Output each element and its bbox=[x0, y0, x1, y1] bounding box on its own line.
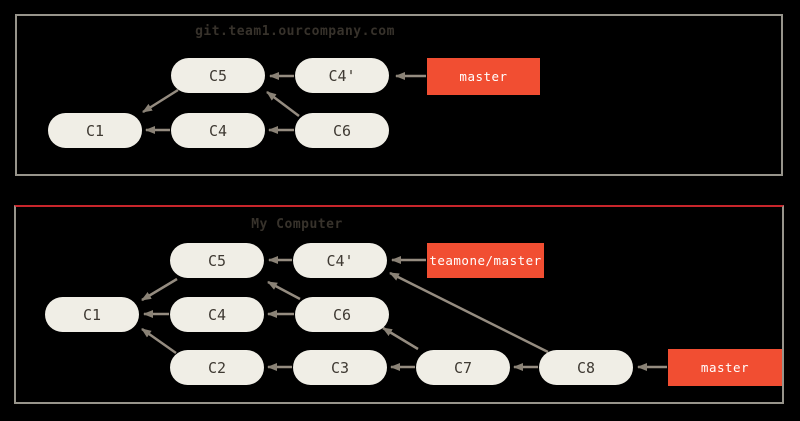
commit-node-comp-c6: C6 bbox=[295, 297, 389, 332]
commit-node-comp-c1: C1 bbox=[45, 297, 139, 332]
computer-panel-title: My Computer bbox=[251, 217, 343, 232]
commit-node-comp-c2: C2 bbox=[170, 350, 264, 385]
commit-node-comp-c4p: C4' bbox=[293, 243, 387, 278]
computer-panel bbox=[14, 205, 784, 404]
commit-node-server-c5: C5 bbox=[171, 58, 265, 93]
branch-label-comp-master: master bbox=[668, 349, 782, 386]
commit-node-comp-c8: C8 bbox=[539, 350, 633, 385]
server-panel bbox=[15, 14, 783, 176]
commit-node-comp-c7: C7 bbox=[416, 350, 510, 385]
commit-node-comp-c5: C5 bbox=[170, 243, 264, 278]
server-panel-title: git.team1.ourcompany.com bbox=[195, 24, 395, 39]
commit-node-server-c6: C6 bbox=[295, 113, 389, 148]
commit-node-server-c1: C1 bbox=[48, 113, 142, 148]
commit-node-server-c4p: C4' bbox=[295, 58, 389, 93]
commit-node-comp-c4: C4 bbox=[170, 297, 264, 332]
commit-node-comp-c3: C3 bbox=[293, 350, 387, 385]
branch-label-server-master: master bbox=[427, 58, 540, 95]
branch-label-teamone-master: teamone/master bbox=[427, 243, 544, 278]
commit-node-server-c4: C4 bbox=[171, 113, 265, 148]
